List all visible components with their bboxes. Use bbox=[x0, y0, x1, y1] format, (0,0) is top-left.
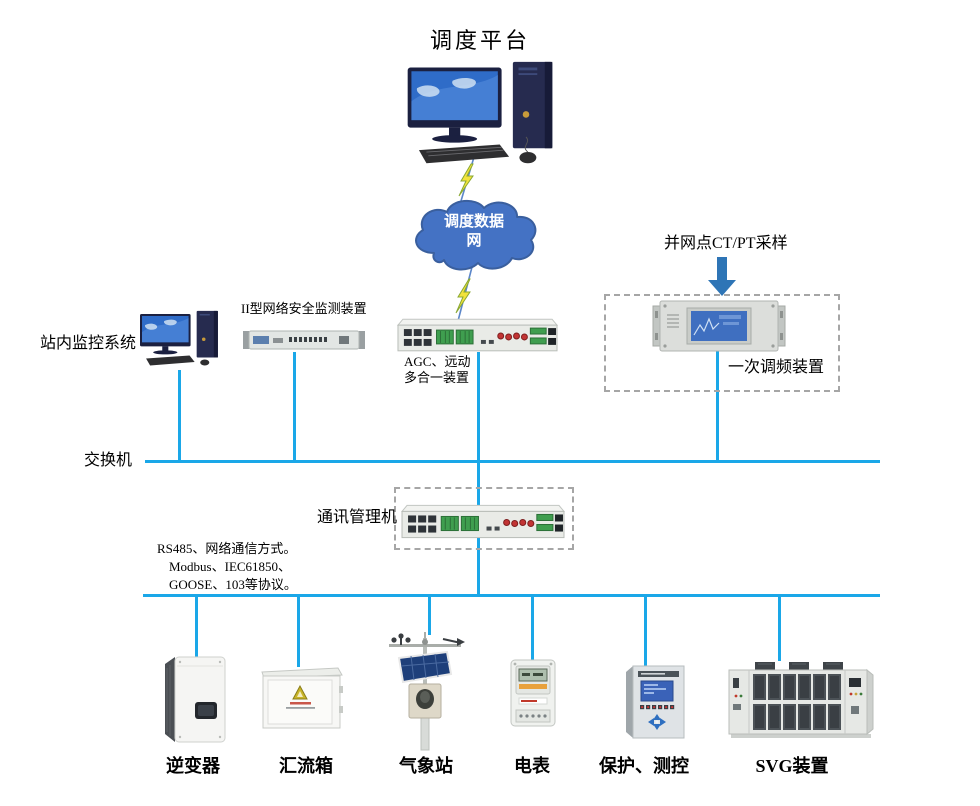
cloud-label: 调度数据网 bbox=[443, 213, 504, 249]
link-freq-to-switch bbox=[716, 350, 719, 462]
combiner-box-label: 汇流箱 bbox=[279, 756, 333, 776]
meter-icon bbox=[509, 658, 557, 730]
svg-device-label: SVG装置 bbox=[755, 756, 829, 776]
link-station-to-switch bbox=[178, 370, 181, 462]
link-bus-to-svg bbox=[778, 595, 781, 661]
link-agc-to-switch bbox=[477, 352, 480, 462]
dispatch-computer-icon bbox=[405, 60, 570, 168]
link-security-to-switch bbox=[293, 352, 296, 462]
inverter-label: 逆变器 bbox=[166, 756, 220, 776]
agc-device-label: AGC、远动 多合一装置 bbox=[404, 354, 471, 386]
freq-device-icon bbox=[652, 299, 786, 353]
combiner-box-icon bbox=[260, 664, 344, 734]
device-bus-line bbox=[143, 594, 880, 597]
comm-manager-box bbox=[394, 487, 574, 550]
freq-device-label: 一次调频装置 bbox=[728, 359, 825, 376]
inverter-icon bbox=[161, 654, 229, 746]
agc-device-icon bbox=[396, 318, 559, 354]
weather-station-label: 气象站 bbox=[399, 756, 453, 776]
link-bus-to-weather bbox=[428, 595, 431, 635]
switch-label: 交换机 bbox=[84, 452, 133, 469]
comm-manager-label: 通讯管理机 bbox=[317, 509, 398, 526]
station-monitor-label: 站内监控系统 bbox=[40, 335, 137, 352]
svg-cabinet-icon bbox=[725, 658, 875, 744]
link-bus-to-meter bbox=[531, 595, 534, 661]
security-device-icon bbox=[243, 327, 365, 353]
link-bus-to-combiner bbox=[297, 595, 300, 667]
link-bus-to-protection bbox=[644, 595, 647, 667]
protection-label: 保护、测控 bbox=[599, 756, 689, 776]
protocol-note: RS485、网络通信方式。 Modbus、IEC61850、 GOOSE、103… bbox=[157, 541, 297, 592]
ctpt-arrow-icon bbox=[705, 257, 739, 297]
comm-manager-icon bbox=[400, 504, 566, 541]
station-computer-icon bbox=[140, 306, 226, 372]
lightning-link-top-icon bbox=[452, 156, 482, 202]
weather-station-icon bbox=[383, 630, 467, 754]
ctpt-annotation: 并网点CT/PT采样 bbox=[664, 235, 788, 252]
protection-device-icon bbox=[624, 664, 686, 740]
dispatch-network-cloud: 调度数据网 bbox=[404, 196, 544, 274]
lightning-link-bottom-icon bbox=[448, 266, 478, 322]
meter-label: 电表 bbox=[514, 756, 550, 776]
switch-bus-line bbox=[145, 460, 880, 463]
link-bus-to-inverter bbox=[195, 595, 198, 657]
page-title: 调度平台 bbox=[429, 28, 530, 53]
security-device-label: II型网络安全监测装置 bbox=[241, 301, 367, 316]
